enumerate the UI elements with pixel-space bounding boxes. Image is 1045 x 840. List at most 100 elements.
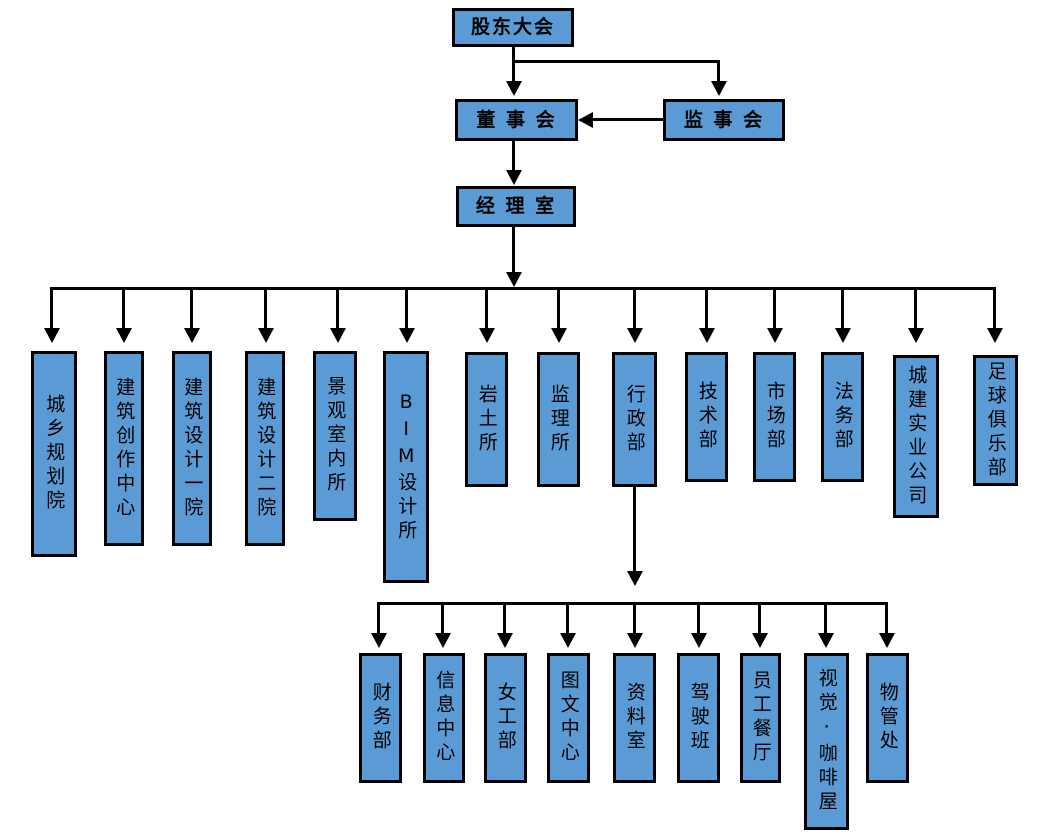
node-womens-affairs[interactable]: 女工部: [484, 653, 527, 783]
node-label: 岩土所: [475, 383, 498, 456]
node-label: 法务部: [831, 381, 854, 453]
node-football-club[interactable]: 足球俱乐部: [973, 355, 1018, 486]
connector-drop-staff-canteen: [758, 602, 761, 634]
connector-drop-finance: [377, 602, 380, 634]
node-geotechnical[interactable]: 岩土所: [465, 352, 508, 487]
connector-drop-visual-cafe: [824, 602, 827, 634]
connector-drop-graphics-ctr: [566, 602, 569, 634]
connector-drop-information-ctr: [441, 602, 444, 634]
node-label: 建筑设计二院: [254, 376, 277, 521]
connector-main-bus: [50, 287, 995, 290]
node-label: 图文中心: [557, 670, 580, 766]
node-label: 技术部: [695, 381, 718, 453]
connector-drop-urban-rural-planning: [50, 287, 53, 329]
node-label: 董 事 会: [476, 108, 557, 131]
arrowhead-supervision-office: [551, 328, 567, 343]
node-label: 驾驶班: [687, 682, 710, 754]
arrowhead-archives: [627, 633, 643, 648]
connector-board-to-manager: [512, 141, 515, 171]
node-label: 女工部: [494, 682, 517, 754]
node-supervision-office[interactable]: 监理所: [537, 352, 580, 487]
connector-drop-womens-affairs: [503, 602, 506, 634]
node-legal-affairs[interactable]: 法务部: [821, 352, 864, 482]
connector-drop-arch-creation-center: [122, 287, 125, 329]
connector-drop-property-mgmt: [885, 602, 888, 634]
connector-shareholders-stem: [512, 47, 515, 62]
arrowhead-graphics-ctr: [560, 633, 576, 648]
arrowhead-information-ctr: [435, 633, 451, 648]
node-graphics-center[interactable]: 图文中心: [547, 653, 590, 783]
connector-manager-to-bus: [512, 227, 515, 273]
node-arch-design-1[interactable]: 建筑设计一院: [172, 351, 212, 546]
arrowhead-finance: [371, 633, 387, 648]
connector-administration-to-subbus: [633, 487, 636, 572]
arrowhead-to-supervisors: [711, 81, 727, 96]
arrowhead-visual-cafe: [818, 633, 834, 648]
connector-drop-marketing: [773, 287, 776, 329]
arrowhead-womens-affairs: [497, 633, 513, 648]
node-information-center[interactable]: 信息中心: [423, 653, 465, 783]
node-label: 经 理 室: [475, 195, 557, 218]
arrowhead-football-club: [987, 328, 1003, 343]
node-marketing[interactable]: 市场部: [753, 352, 796, 482]
node-property-management[interactable]: 物管处: [866, 653, 909, 783]
node-arch-creation-center[interactable]: 建筑创作中心: [104, 351, 144, 546]
node-driver-team[interactable]: 驾驶班: [677, 653, 720, 783]
node-arch-design-2[interactable]: 建筑设计二院: [245, 351, 285, 546]
arrowhead-driver-team: [691, 633, 707, 648]
node-label: 员工餐厅: [749, 670, 772, 766]
node-landscape-interior[interactable]: 景观室内所: [313, 351, 357, 521]
connector-to-board: [512, 60, 515, 82]
node-urban-rural-planning[interactable]: 城乡规划院: [31, 351, 77, 557]
node-bim-design[interactable]: BIM设计所: [383, 351, 429, 583]
connector-drop-football-club: [993, 287, 996, 329]
node-label: 监 事 会: [683, 108, 765, 131]
node-label: 监理所: [547, 383, 570, 456]
arrowhead-landscape-interior: [330, 328, 346, 343]
arrowhead-manager-to-bus: [506, 272, 522, 287]
arrowhead-marketing: [767, 328, 783, 343]
node-label: 建筑创作中心: [113, 376, 136, 521]
node-finance[interactable]: 财务部: [359, 653, 402, 783]
arrowhead-urban-rural-planning: [44, 328, 60, 343]
connector-drop-landscape-interior: [336, 287, 339, 329]
connector-admin-sub-bus: [377, 602, 888, 605]
node-archives[interactable]: 资料室: [613, 653, 656, 783]
node-label: 城建实业公司: [905, 364, 928, 509]
connector-drop-legal-affairs: [841, 287, 844, 329]
node-label: BIM设计所: [395, 390, 418, 544]
connector-shareholders-split-bar: [512, 60, 720, 63]
connector-drop-driver-team: [697, 602, 700, 634]
arrowhead-board-to-manager: [506, 170, 522, 185]
arrowhead-chengjian-industrial: [908, 328, 924, 343]
arrowhead-to-board: [506, 81, 522, 96]
node-board-of-supervisors[interactable]: 监 事 会: [663, 99, 785, 141]
node-label: 信息中心: [433, 670, 456, 766]
node-label: 建筑设计一院: [181, 376, 204, 521]
connector-drop-archives: [633, 602, 636, 634]
node-administration[interactable]: 行政部: [612, 352, 657, 487]
node-technology[interactable]: 技术部: [685, 352, 728, 482]
connector-drop-administration: [633, 287, 636, 329]
arrowhead-supervisors-to-board: [578, 112, 593, 128]
node-chengjian-industrial[interactable]: 城建实业公司: [893, 355, 939, 518]
arrowhead-administration-to-subbus: [627, 571, 643, 586]
node-board-of-directors[interactable]: 董 事 会: [455, 99, 578, 141]
node-managers-office[interactable]: 经 理 室: [456, 186, 576, 227]
connector-drop-bim-design: [405, 287, 408, 329]
node-label: 财务部: [369, 682, 392, 754]
node-shareholders-meeting[interactable]: 股东大会: [452, 8, 574, 47]
arrowhead-arch-design-1: [184, 328, 200, 343]
node-staff-canteen[interactable]: 员工餐厅: [740, 653, 781, 783]
node-label: 景观室内所: [324, 376, 347, 496]
connector-drop-arch-design-1: [190, 287, 193, 329]
node-visual-cafe[interactable]: 视觉·咖啡屋: [804, 653, 849, 830]
connector-supervisors-to-board: [593, 118, 663, 121]
arrowhead-administration: [627, 328, 643, 343]
node-label: 城乡规划院: [43, 394, 66, 514]
connector-drop-supervision-office: [557, 287, 560, 329]
connector-drop-geotechnical: [485, 287, 488, 329]
node-label: 市场部: [763, 381, 786, 453]
connector-drop-chengjian-industrial: [914, 287, 917, 329]
